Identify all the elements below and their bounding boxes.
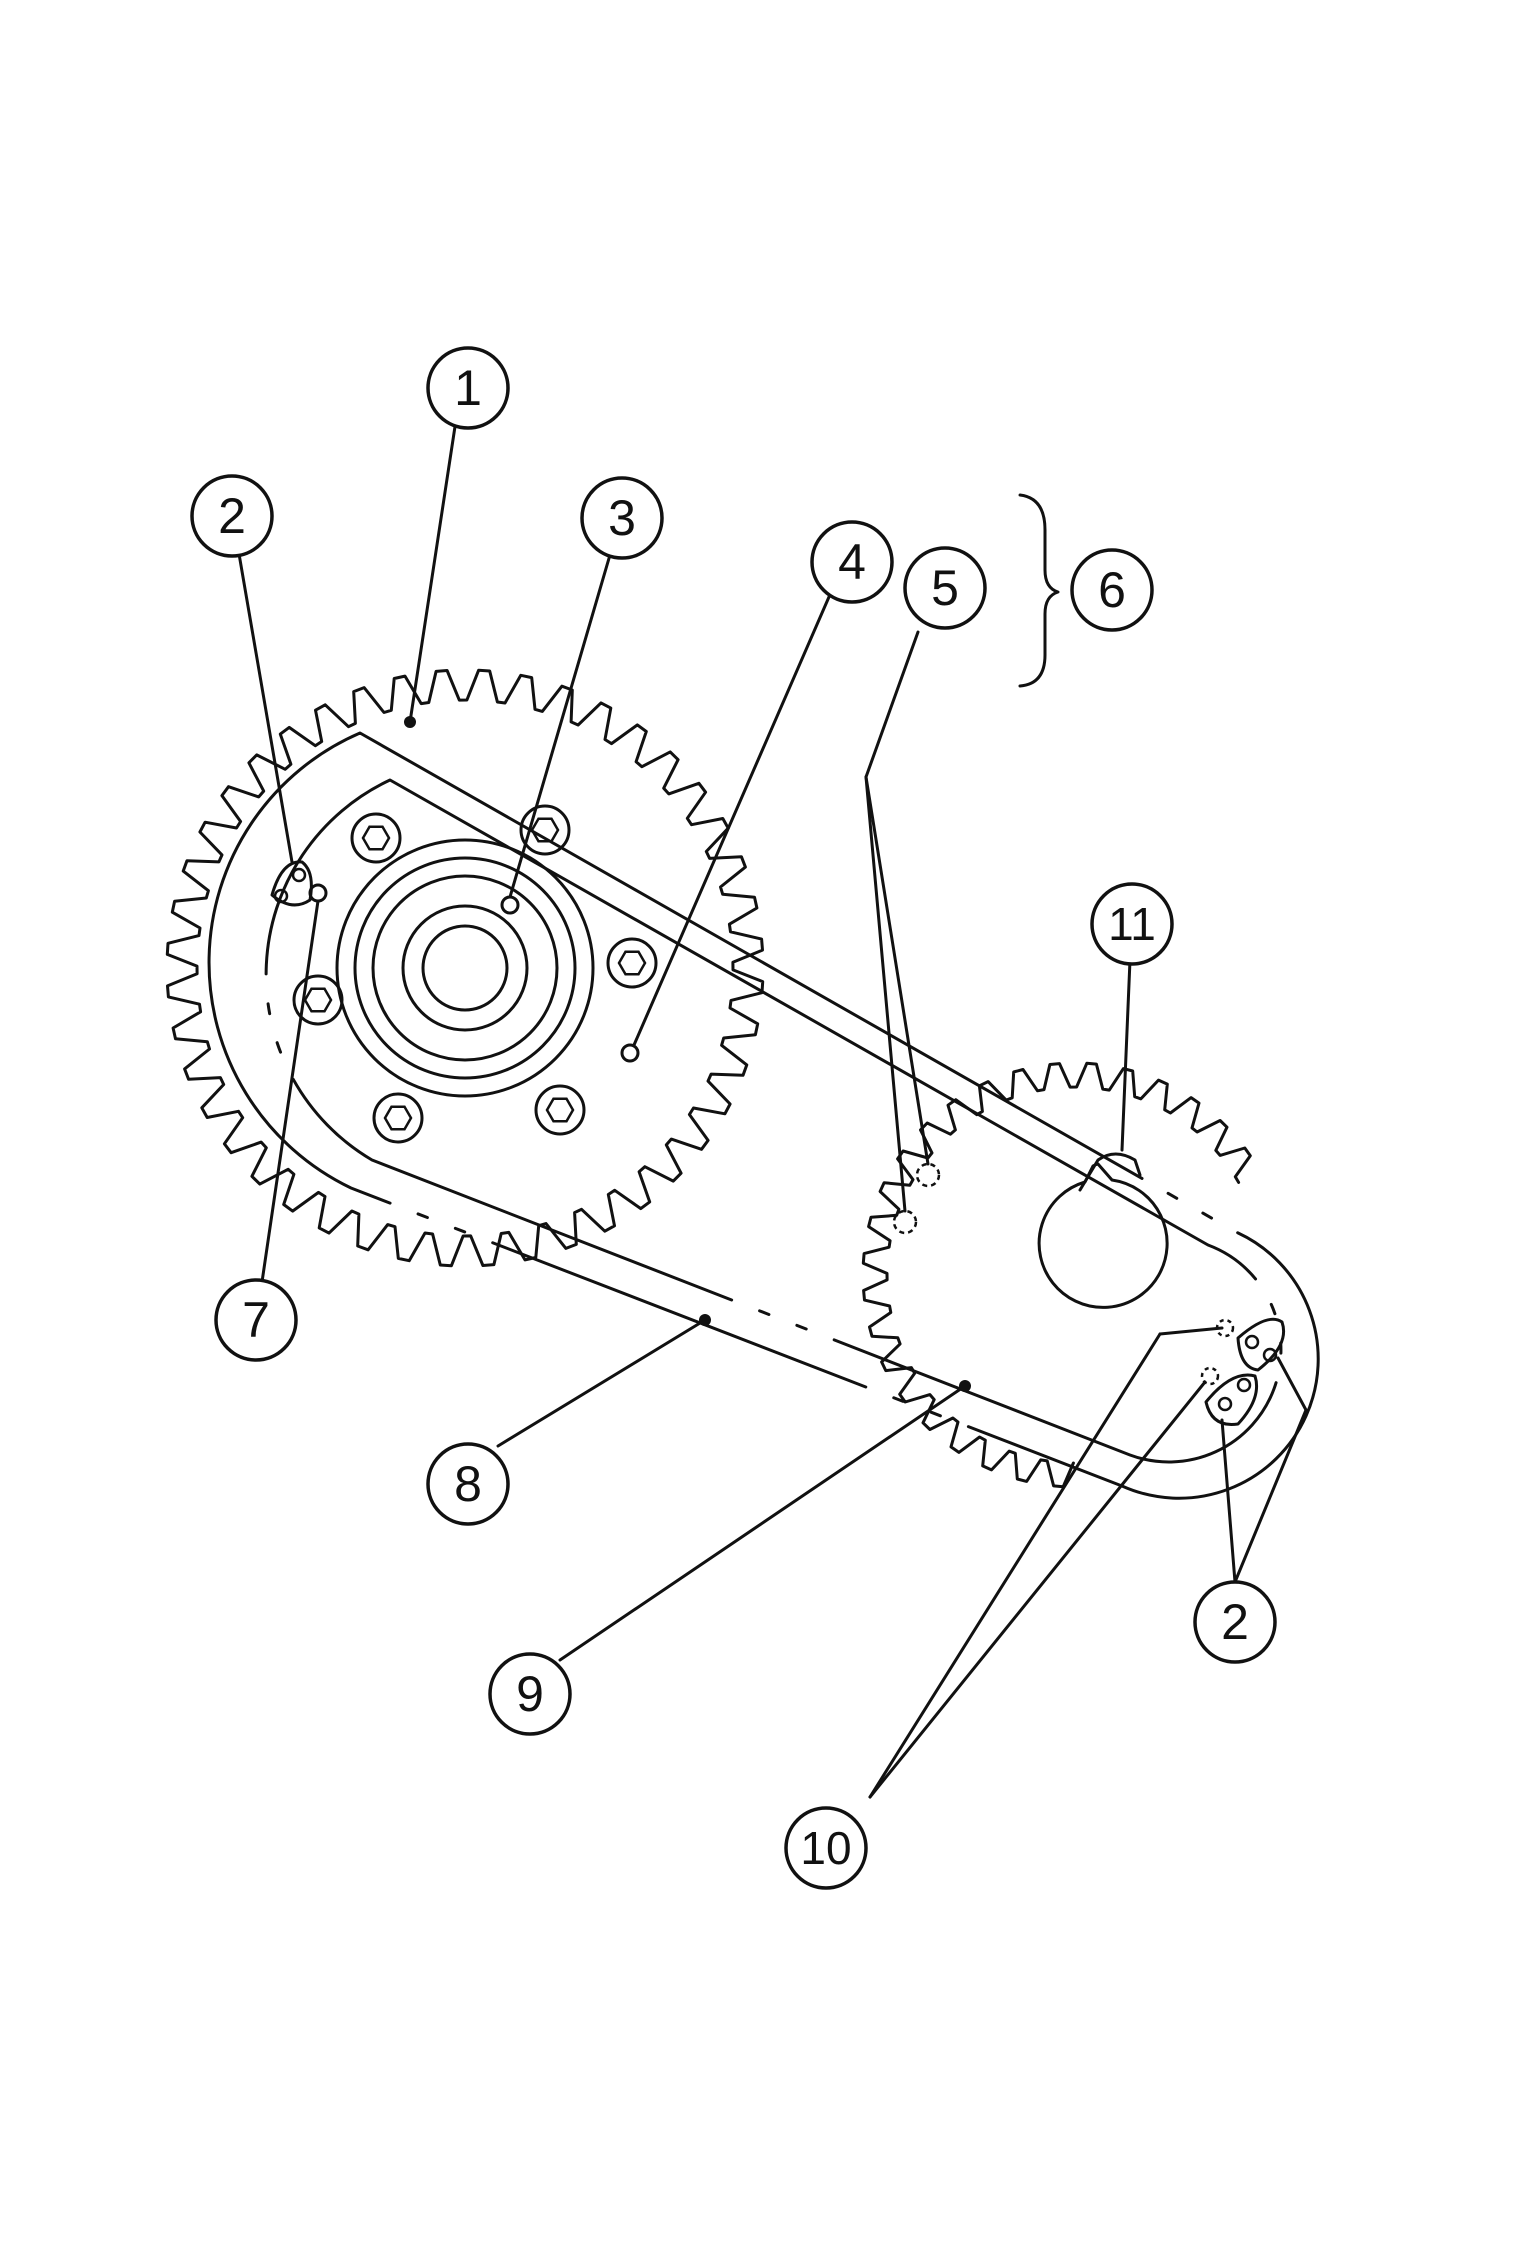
callout-2-upper: 2 (190, 474, 274, 558)
chain-link-plate-left (270, 860, 313, 907)
camshaft-sprocket-bolts (292, 804, 658, 1144)
leader-9-dot (959, 1380, 971, 1392)
callout-7-label: 7 (242, 1292, 270, 1348)
callout-7: 7 (214, 1278, 298, 1362)
leader-2b-3 (1276, 1356, 1308, 1412)
callout-9-label: 9 (516, 1666, 544, 1722)
callout-4-label: 4 (838, 534, 866, 590)
crank-timing-mark-lower (892, 1209, 918, 1235)
callout-8: 8 (426, 1442, 510, 1526)
leader-10a-h (1158, 1326, 1224, 1336)
hub-bolt (606, 937, 658, 989)
leader-5b (864, 775, 930, 1166)
leader-2b-2 (1233, 1408, 1308, 1584)
crank-timing-mark-upper (915, 1162, 941, 1188)
crankshaft-key (1078, 1152, 1142, 1192)
camshaft-sprocket (165, 668, 765, 1268)
hub-bolt (372, 1092, 424, 1144)
leader-9 (558, 1384, 967, 1662)
leader-11 (1120, 958, 1132, 1152)
callout-2-lower: 2 (1193, 1580, 1277, 1664)
camshaft-sprocket-teeth (165, 668, 765, 1268)
camshaft-hub-ring-3 (371, 874, 559, 1062)
leader-2b-1 (1220, 1418, 1237, 1584)
leader-10a (868, 1332, 1162, 1799)
leader-5a (864, 630, 920, 779)
callout-3-label: 3 (608, 490, 636, 546)
leader-10b (868, 1380, 1207, 1799)
camshaft-hub-bore (421, 924, 509, 1012)
camshaft-hub-outer-ring (335, 838, 595, 1098)
leader-8-dot (699, 1314, 711, 1326)
callout-9: 9 (488, 1652, 572, 1736)
callout-1: 1 (426, 346, 510, 430)
callout-11-label: 11 (1108, 898, 1156, 950)
leader-4 (632, 588, 834, 1047)
crankshaft-sprocket (861, 1061, 1252, 1489)
leader-8 (496, 1318, 707, 1448)
leader-7 (260, 899, 320, 1284)
callout-5: 5 (903, 546, 987, 630)
camshaft-hub-ring-2 (353, 856, 577, 1080)
callout-2-lower-label: 2 (1221, 1594, 1249, 1650)
callout-10: 10 (784, 1806, 868, 1890)
camshaft-timing-mark (500, 895, 520, 915)
hub-bolt (292, 974, 344, 1026)
leader-lines (236, 418, 1308, 1799)
crankshaft-keyway-bore (1037, 1162, 1169, 1309)
hub-bolt (350, 812, 402, 864)
callout-5-label: 5 (931, 560, 959, 616)
callout-10-label: 10 (800, 1822, 851, 1874)
crankshaft-sprocket-teeth (861, 1061, 1252, 1489)
chain-link-plate-right-lower (1200, 1366, 1259, 1427)
callout-6-label: 6 (1098, 562, 1126, 618)
leader-5c (864, 775, 907, 1213)
chain-inner-line (264, 778, 1283, 1464)
leader-1 (408, 418, 458, 724)
leader-3 (508, 546, 614, 899)
hub-bolt (534, 1084, 586, 1136)
callout-6: 6 (1070, 548, 1154, 632)
callout-2-upper-label: 2 (218, 488, 246, 544)
leader-2a (236, 546, 294, 864)
callout-1-label: 1 (454, 360, 482, 416)
camshaft-hub-ring-4 (401, 904, 529, 1032)
chain-link-plate-right-upper (1215, 1317, 1285, 1372)
bracket-6 (1018, 493, 1060, 688)
leader-1-dot (404, 716, 416, 728)
callout-3: 3 (580, 476, 664, 560)
callout-8-label: 8 (454, 1456, 482, 1512)
sprocket-timing-mark-4 (620, 1043, 640, 1063)
callout-11: 11 (1090, 882, 1174, 966)
callout-4: 4 (810, 520, 894, 604)
